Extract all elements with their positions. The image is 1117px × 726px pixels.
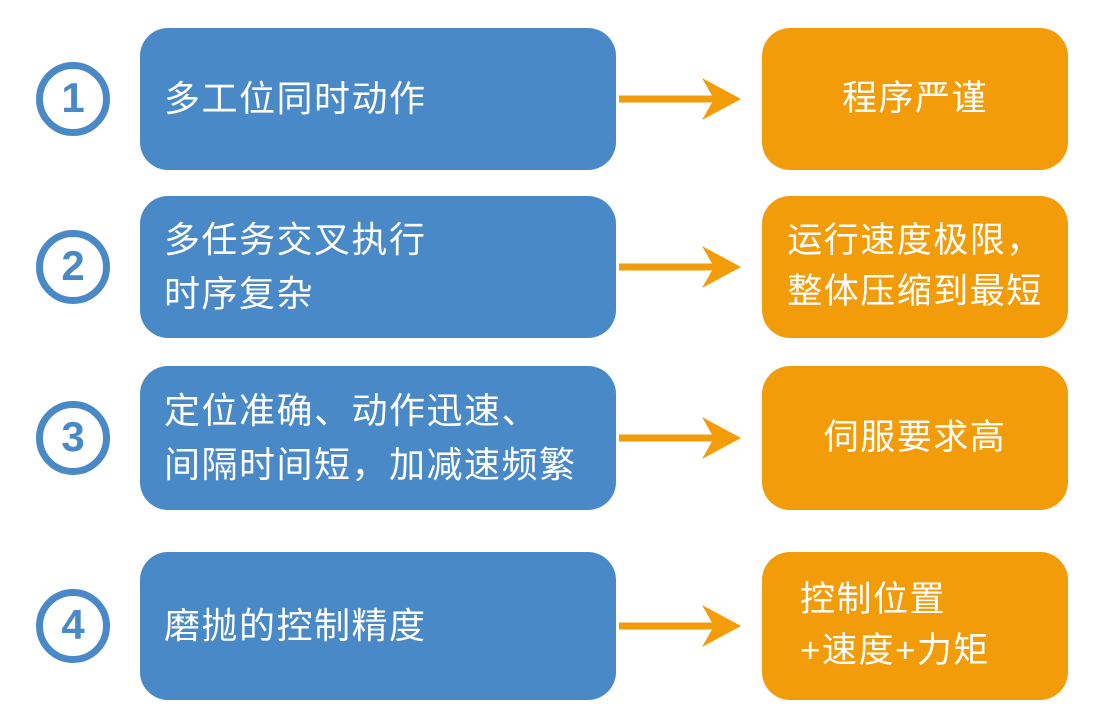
right-arrow-icon xyxy=(619,605,741,647)
cause-text: 定位准确、动作迅速、 间隔时间短，加减速频繁 xyxy=(164,390,577,485)
effect-text: 运行速度极限， 整体压缩到最短 xyxy=(787,221,1043,311)
effect-box-1: 程序严谨 xyxy=(762,28,1068,170)
step-number-badge-1: 1 xyxy=(36,62,110,136)
cause-box-3: 定位准确、动作迅速、 间隔时间短，加减速频繁 xyxy=(140,366,616,510)
step-number-badge-4: 4 xyxy=(36,589,110,663)
step-number: 2 xyxy=(61,242,85,289)
cause-box-2: 多任务交叉执行 时序复杂 xyxy=(140,196,616,338)
effect-text: 控制位置 +速度+力矩 xyxy=(800,580,990,670)
effect-box-4: 控制位置 +速度+力矩 xyxy=(762,552,1068,700)
cause-text: 多工位同时动作 xyxy=(164,78,427,119)
effect-box-3: 伺服要求高 xyxy=(762,366,1068,510)
diagram-row-1: 1 多工位同时动作 程序严谨 xyxy=(0,28,1117,170)
step-number: 4 xyxy=(61,601,85,648)
cause-text: 多任务交叉执行 时序复杂 xyxy=(164,219,427,314)
effect-box-2: 运行速度极限， 整体压缩到最短 xyxy=(762,196,1068,338)
right-arrow-icon xyxy=(619,78,741,120)
cause-text: 磨抛的控制精度 xyxy=(164,605,427,646)
diagram-row-3: 3 定位准确、动作迅速、 间隔时间短，加减速频繁 伺服要求高 xyxy=(0,366,1117,510)
effect-text: 程序严谨 xyxy=(841,78,988,118)
diagram-row-2: 2 多任务交叉执行 时序复杂 运行速度极限， 整体压缩到最短 xyxy=(0,196,1117,338)
cause-box-4: 磨抛的控制精度 xyxy=(140,552,616,700)
step-number-badge-2: 2 xyxy=(36,230,110,304)
right-arrow-icon xyxy=(619,417,741,459)
diagram-row-4: 4 磨抛的控制精度 控制位置 +速度+力矩 xyxy=(0,552,1117,700)
step-number: 3 xyxy=(61,413,85,460)
cause-box-1: 多工位同时动作 xyxy=(140,28,616,170)
step-number-badge-3: 3 xyxy=(36,401,110,475)
right-arrow-icon xyxy=(619,246,741,288)
step-number: 1 xyxy=(61,74,85,121)
effect-text: 伺服要求高 xyxy=(823,417,1007,457)
